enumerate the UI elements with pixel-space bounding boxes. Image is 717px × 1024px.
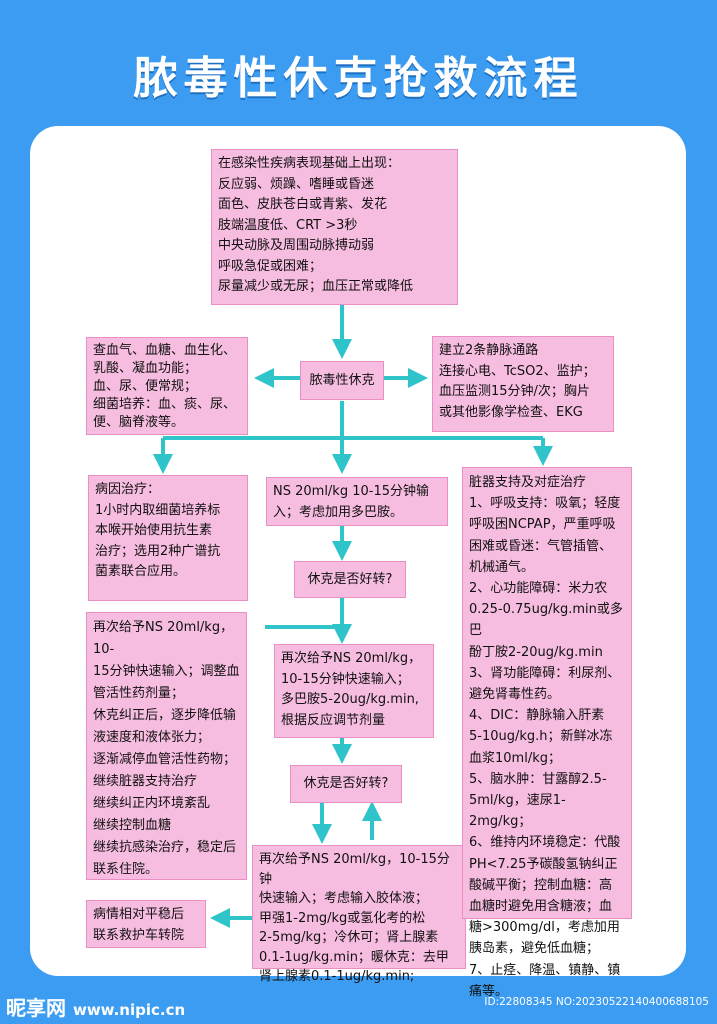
symptoms-box: 在感染性疾病表现基础上出现： 反应弱、烦躁、嗜睡或昏迷 面色、皮肤苍白或青紫、发… (211, 149, 458, 305)
ns-second-box: 再次给予NS 20ml/kg， 10-15分钟快速输入； 多巴胺5-20ug/k… (274, 644, 434, 738)
watermark-url: www.nipic.cn (72, 1001, 186, 1019)
page-title: 脓毒性休克抢救流程 (133, 53, 584, 104)
shock-improved-question-2: 休克是否好转? (290, 765, 402, 803)
watermark-brand: 昵享网 www.nipic.cn (6, 992, 185, 1021)
iv-access-box: 建立2条静脉通路 连接心电、TcSO2、监护； 血压监测15分钟/次；胸片 或其… (432, 336, 614, 432)
watermark-id: ID:22808345 NO:20230522140400688105 (484, 996, 709, 1008)
shock-improved-question-1: 休克是否好转? (294, 561, 406, 598)
septic-shock-box: 脓毒性休克 (300, 361, 384, 400)
watermark-brand-text: 昵享网 (6, 996, 66, 1020)
ns-first-box: NS 20ml/kg 10-15分钟输 入；考虑加用多巴胺。 (266, 477, 448, 526)
organ-support-box: 脏器支持及对症治疗 1、呼吸支持：吸氧；轻度 呼吸困NCPAP，严重呼吸 困难或… (462, 467, 632, 999)
transfer-box: 病情相对平稳后 联系救护车转院 (86, 900, 206, 948)
etiology-treatment-box: 病因治疗： 1小时内取细菌培养标 本喉开始使用抗生素 治疗；选用2种广谱抗 菌素… (88, 475, 248, 601)
lab-exams-box: 查血气、血糖、血生化、 乳酸、凝血功能； 血、尿、便常规； 细菌培养：血、痰、尿… (86, 337, 248, 435)
ns-third-box: 再次给予NS 20ml/kg，10-15分钟 快速输入；考虑输入胶体液； 甲强1… (252, 845, 466, 984)
continue-treatment-box: 再次给予NS 20ml/kg，10- 15分钟快速输入；调整血 管活性药剂量； … (86, 612, 247, 880)
